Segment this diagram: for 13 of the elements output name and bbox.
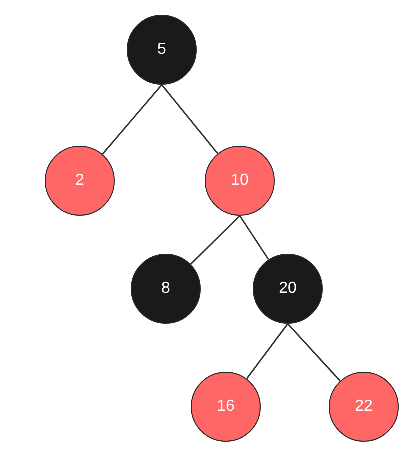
- tree-edge: [287, 324, 341, 382]
- tree-node: 16: [191, 372, 261, 442]
- tree-node: 20: [253, 254, 323, 324]
- tree-node: 8: [131, 254, 201, 324]
- tree-node: 10: [205, 146, 275, 216]
- tree-edge: [246, 324, 289, 380]
- tree-edge: [102, 84, 163, 155]
- tree-node: 22: [329, 372, 399, 442]
- tree-edge: [161, 84, 219, 154]
- tree-edge: [239, 216, 270, 260]
- tree-node: 2: [45, 146, 115, 216]
- tree-node: 5: [127, 15, 197, 85]
- tree-edge: [190, 215, 241, 265]
